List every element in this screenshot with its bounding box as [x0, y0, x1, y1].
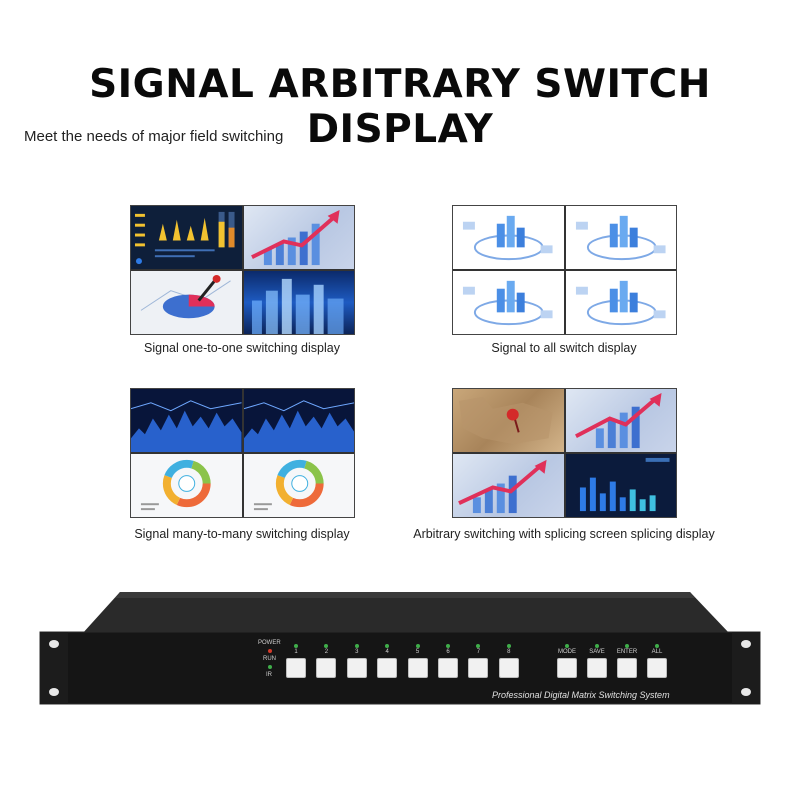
channel-button-label: 8 [507, 649, 511, 655]
channel-button-label: 3 [355, 649, 359, 655]
panel-splicing [452, 388, 677, 518]
channel-button-1[interactable]: 1 [286, 644, 306, 684]
page-title: SIGNAL ARBITRARY SWITCH DISPLAY [89, 62, 711, 152]
waveform-tile [243, 389, 354, 452]
model-text: Professional Digital Matrix Switching Sy… [492, 690, 670, 700]
growth-arrow-tile [453, 454, 564, 517]
caption-many-to-many: Signal many-to-many switching display [134, 527, 350, 541]
channel-button-key[interactable] [498, 658, 519, 678]
chart-3d-tile [565, 271, 676, 334]
chart-3d-tile [453, 206, 564, 269]
function-button-enter[interactable]: ENTER [617, 644, 637, 684]
channel-button-key[interactable] [377, 658, 398, 678]
channel-button-key[interactable] [316, 658, 337, 678]
caption-splicing: Arbitrary switching with splicing screen… [413, 527, 715, 541]
status-led [565, 644, 569, 648]
city-skyline-tile [243, 271, 354, 334]
map-pin-tile [453, 389, 564, 452]
function-button-save[interactable]: SAVE [587, 644, 607, 684]
channel-button-key[interactable] [346, 658, 367, 678]
channel-button-3[interactable]: 3 [346, 644, 367, 684]
channel-button-7[interactable]: 7 [468, 644, 489, 684]
waveform-tile [131, 389, 242, 452]
caption-one-to-one: Signal one-to-one switching display [144, 341, 340, 355]
status-led [506, 644, 511, 648]
donut-infographic-tile [131, 454, 242, 517]
function-button-all[interactable]: ALL [647, 644, 667, 684]
function-button-label: MODE [558, 649, 576, 655]
channel-button-2[interactable]: 2 [316, 644, 337, 684]
channel-button-key[interactable] [286, 658, 306, 678]
function-button-mode[interactable]: MODE [557, 644, 577, 684]
matrix-switcher-device: POWER RUN IR 1 2 3 4 5 6 7 8 MODE SAVE ENTER ALL P… [0, 580, 800, 720]
donut-infographic-tile [243, 454, 354, 517]
channel-button-6[interactable]: 6 [438, 644, 458, 684]
channel-button-label: 1 [294, 649, 298, 655]
status-led [655, 644, 659, 648]
status-led [294, 644, 298, 648]
growth-arrow-tile [565, 389, 676, 452]
channel-button-key[interactable] [468, 658, 489, 678]
status-led [385, 644, 390, 648]
pie-chart-tile [131, 271, 242, 334]
function-button-label: SAVE [589, 649, 605, 655]
channel-button-label: 7 [476, 649, 481, 655]
channel-button-label: 4 [385, 649, 389, 655]
dashboard-tile [131, 206, 242, 269]
caption-to-all: Signal to all switch display [491, 341, 637, 355]
power-indicator-label: POWER [258, 640, 281, 646]
panel-many-to-many [130, 388, 355, 518]
run-indicator-label: RUN [263, 656, 276, 662]
status-led [625, 644, 629, 648]
page-subtitle: Meet the needs of major field switching [24, 128, 284, 145]
function-button-key[interactable] [557, 658, 577, 678]
channel-button-8[interactable]: 8 [498, 644, 519, 684]
channel-button-key[interactable] [438, 658, 458, 678]
channel-button-5[interactable]: 5 [407, 644, 428, 684]
function-button-label: ALL [651, 649, 663, 655]
status-led [476, 644, 481, 648]
function-button-key[interactable] [587, 658, 607, 678]
status-led [324, 644, 329, 648]
channel-button-label: 6 [446, 649, 450, 655]
bar-dashboard-tile [565, 454, 676, 517]
channel-button-label: 2 [324, 649, 329, 655]
channel-button-label: 5 [415, 649, 420, 655]
channel-button-4[interactable]: 4 [377, 644, 398, 684]
panel-one-to-one [130, 205, 355, 335]
function-button-label: ENTER [616, 649, 638, 655]
ir-indicator-label: IR [266, 672, 272, 678]
panel-to-all [452, 205, 677, 335]
function-button-key[interactable] [647, 658, 667, 678]
status-led [595, 644, 599, 648]
chart-3d-tile [453, 271, 564, 334]
growth-arrow-tile [243, 206, 354, 269]
function-button-key[interactable] [617, 658, 637, 678]
status-led [354, 644, 359, 648]
channel-button-key[interactable] [407, 658, 428, 678]
status-led [446, 644, 450, 648]
chart-3d-tile [565, 206, 676, 269]
status-led [415, 644, 420, 648]
